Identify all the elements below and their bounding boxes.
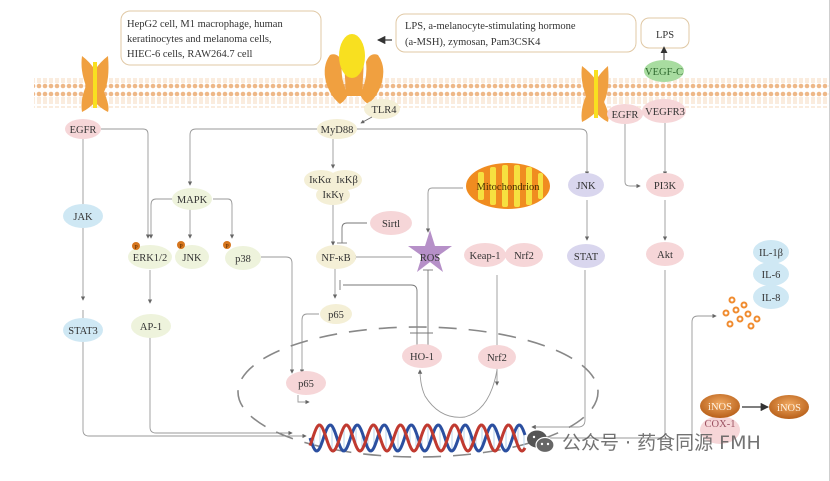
jnk-left-label: JNK <box>182 253 202 264</box>
sirt1-node <box>370 211 412 235</box>
inos1-node <box>700 394 740 418</box>
jnk-left-node <box>175 245 209 269</box>
phospho-markers: P P P <box>132 241 231 251</box>
mapk-label: MAPK <box>177 195 208 206</box>
inos2-node <box>769 395 809 419</box>
keap1-node <box>464 243 506 267</box>
pi3k-node <box>646 173 684 197</box>
nfkb-label: NF-κB <box>321 253 350 264</box>
nrf2-cyto-label: Nrf2 <box>514 251 534 262</box>
akt-node <box>646 242 684 266</box>
stat-label: STAT <box>574 252 599 263</box>
vegfr3-label: VEGFR3 <box>645 107 685 118</box>
myd88-label: MyD88 <box>321 125 354 136</box>
svg-text:IκKβ: IκKβ <box>336 175 358 186</box>
svg-text:keratinocytes and melanoma cel: keratinocytes and melanoma cells, <box>127 34 272 45</box>
p38-node <box>225 246 261 270</box>
svg-text:LPS: LPS <box>656 30 674 41</box>
cells-box: HepG2 cell, M1 macrophage, human keratin… <box>120 10 322 66</box>
jnk-right-label: JNK <box>576 181 596 192</box>
nfkb-node <box>316 245 356 269</box>
cell-membrane <box>34 78 830 108</box>
p65-cyto-label: p65 <box>328 310 344 321</box>
tlr4-node <box>364 99 400 119</box>
sirt1-label: Sirtl <box>382 219 400 230</box>
svg-text:IL-6: IL-6 <box>762 270 781 281</box>
mapk-node <box>172 188 212 210</box>
jak-label: JAK <box>73 212 93 223</box>
cytokine-dots-icon <box>722 296 761 330</box>
nrf2-nuc-node <box>478 345 516 369</box>
erk-node <box>128 245 172 269</box>
stat3-node <box>63 318 103 342</box>
lps-box: LPS <box>640 17 690 49</box>
nrf2-cyto-node <box>505 243 543 267</box>
p65-nuc-node <box>286 371 326 395</box>
mitochondrion-icon <box>466 163 550 209</box>
watermark: 公众号 · 药食同源 FMH <box>526 428 761 455</box>
cox1-background-node <box>700 416 740 444</box>
egfr-left-node <box>65 119 101 139</box>
inos1-label: iNOS <box>708 402 732 413</box>
jak-node <box>63 204 103 228</box>
myd88-node <box>317 119 357 139</box>
ho1-label: HO-1 <box>410 352 434 363</box>
svg-text:HepG2 cell, M1 macrophage, hum: HepG2 cell, M1 macrophage, human <box>127 19 283 30</box>
svg-text:IL-8: IL-8 <box>762 293 781 304</box>
svg-text:LPS, a-melanocyte-stimulating: LPS, a-melanocyte-stimulating hormone <box>405 21 576 32</box>
mitochondrion-label: Mitochondrion <box>477 182 541 193</box>
pi3k-label: PI3K <box>654 181 677 192</box>
svg-text:P: P <box>179 244 183 250</box>
tlr4-receptor-icon <box>324 34 384 104</box>
nucleus-boundary <box>237 326 599 458</box>
p65-nuc-label: p65 <box>298 379 314 390</box>
nrf2-nuc-label: Nrf2 <box>487 353 507 364</box>
dna-helix-icon <box>308 423 527 453</box>
ho1-node <box>402 344 442 368</box>
svg-text:IκKγ: IκKγ <box>322 190 343 201</box>
svg-text:HIEC-6 cells, RAW264.7 cell: HIEC-6 cells, RAW264.7 cell <box>127 49 253 60</box>
dna-strand-blue <box>308 423 527 453</box>
stat3-label: STAT3 <box>68 326 98 337</box>
ap1-label: AP-1 <box>140 322 162 333</box>
erk-label: ERK1/2 <box>133 253 167 264</box>
cytokine-stack: IL-1β IL-6 IL-8 <box>753 240 789 309</box>
vegfr3-node <box>642 99 686 123</box>
arrow-tlr4-to-myd88 <box>360 116 373 124</box>
akt-label: Akt <box>657 250 673 261</box>
egfr-left-receptor-icon <box>81 56 109 112</box>
ros-label: ROS <box>420 253 441 264</box>
jnk-right-node <box>568 173 604 197</box>
svg-text:(a-MSH), zymosan, Pam3CSK4: (a-MSH), zymosan, Pam3CSK4 <box>405 37 541 48</box>
ap1-node <box>131 314 171 338</box>
ros-star-icon <box>408 230 452 272</box>
svg-text:IL-1β: IL-1β <box>759 248 783 259</box>
egfr-left-label: EGFR <box>70 125 97 136</box>
watermark-text: 公众号 · 药食同源 FMH <box>562 432 761 454</box>
vegfc-node <box>644 60 684 82</box>
egfr-right-receptor-icon <box>581 66 609 122</box>
svg-text:P: P <box>134 245 138 251</box>
egfr-right-label: EGFR <box>612 110 639 121</box>
cox1-label: COX-1 <box>705 419 736 430</box>
inos2-label: iNOS <box>777 403 801 414</box>
svg-text:IκKα: IκKα <box>309 175 331 186</box>
ligands-box: LPS, a-melanocyte-stimulating hormone (a… <box>395 13 637 53</box>
connectors <box>80 123 717 445</box>
ikk-complex: IκKα IκKβ IκKγ <box>304 170 362 205</box>
keap1-label: Keap-1 <box>470 251 501 262</box>
tlr4-label: TLR4 <box>371 105 397 116</box>
svg-text:P: P <box>225 244 229 250</box>
vegfc-label: VEGF-C <box>645 67 683 78</box>
wechat-icon <box>527 430 555 453</box>
p65-cyto-node <box>320 304 352 324</box>
p38-label: p38 <box>235 254 251 265</box>
stat-node <box>567 244 605 268</box>
dna-strand-red <box>308 423 527 453</box>
egfr-right-node <box>607 104 643 124</box>
